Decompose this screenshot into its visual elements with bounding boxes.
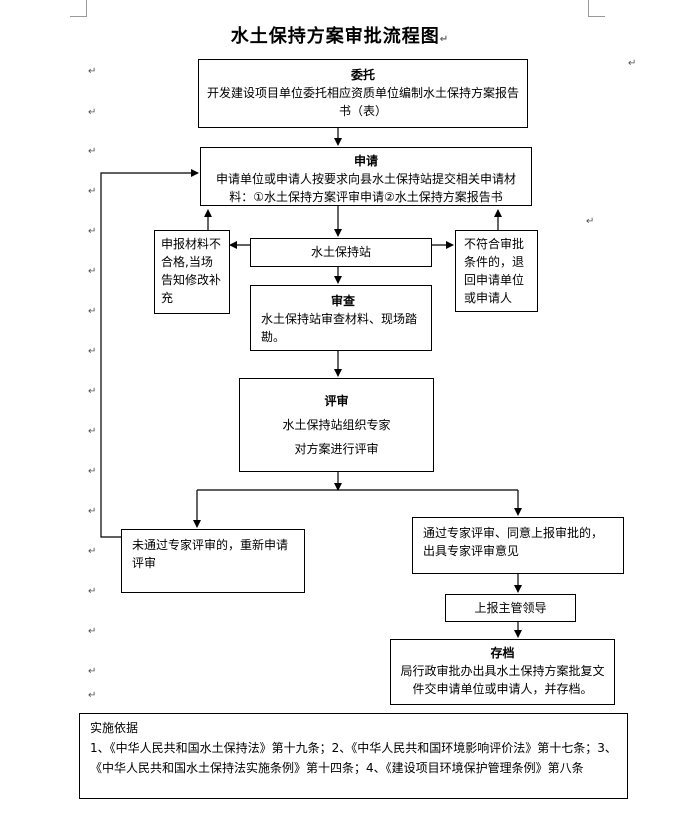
return-mark: ↵ bbox=[88, 586, 97, 597]
fail-box: 未通过专家评审的，重新申请评审 bbox=[121, 529, 305, 593]
entrust-box: 委托 开发建设项目单位委托相应资质单位编制水土保持方案报告书（表） bbox=[198, 59, 528, 128]
apply-box: 申请 申请单位或申请人按要求向县水土保持站提交相关申请材料：①水土保持方案评审申… bbox=[200, 147, 532, 206]
evaluate-line1: 水土保持站组织专家 bbox=[282, 418, 391, 432]
left-reject-box: 申报材料不合格,当场告知修改补充 bbox=[154, 230, 230, 314]
return-mark: ↵ bbox=[88, 690, 97, 701]
arrow-fail-loop-to-apply bbox=[100, 169, 199, 538]
return-mark: ↵ bbox=[88, 346, 97, 357]
fail-body: 未通过专家评审的，重新申请评审 bbox=[132, 538, 289, 570]
evaluate-box: 评审 水土保持站组织专家 对方案进行评审 bbox=[239, 378, 434, 472]
pass-body: 通过专家评审、同意上报审批的，出具专家评审意见 bbox=[423, 526, 604, 558]
archive-box: 存档 局行政审批办出具水土保持方案批复文件交申请单位或申请人，并存档。 bbox=[390, 639, 615, 705]
station-label: 水土保持站 bbox=[310, 245, 371, 259]
left-reject-body: 申报材料不合格,当场告知修改补充 bbox=[161, 237, 222, 305]
entrust-body: 开发建设项目单位委托相应资质单位编制水土保持方案报告书（表） bbox=[207, 86, 520, 118]
apply-heading: 申请 bbox=[353, 154, 378, 168]
return-mark: ↵ bbox=[439, 34, 450, 45]
review-box: 审查 水土保持站审查材料、现场踏勘。 bbox=[250, 285, 432, 351]
return-mark: ↵ bbox=[88, 466, 97, 477]
return-mark: ↵ bbox=[88, 626, 97, 637]
basis-heading: 实施依据 bbox=[90, 721, 139, 735]
return-mark: ↵ bbox=[88, 66, 97, 77]
pass-box: 通过专家评审、同意上报审批的，出具专家评审意见 bbox=[412, 517, 624, 574]
return-mark: ↵ bbox=[628, 58, 637, 69]
archive-body: 局行政审批办出具水土保持方案批复文件交申请单位或申请人，并存档。 bbox=[400, 664, 605, 696]
review-body: 水土保持站审查材料、现场踏勘。 bbox=[261, 312, 418, 344]
apply-body: 申请单位或申请人按要求向县水土保持站提交相关申请材料：①水土保持方案评审申请②水… bbox=[215, 172, 516, 204]
return-mark: ↵ bbox=[586, 216, 595, 227]
return-mark: ↵ bbox=[88, 386, 97, 397]
diagram-title: 水土保持方案审批流程图↵ bbox=[0, 22, 680, 48]
archive-heading: 存档 bbox=[490, 646, 515, 660]
diagram-title-text: 水土保持方案审批流程图 bbox=[230, 26, 440, 47]
return-mark: ↵ bbox=[88, 426, 97, 437]
review-heading: 审查 bbox=[331, 294, 356, 308]
return-mark: ↵ bbox=[88, 666, 97, 677]
right-reject-box: 不符合审批条件的，退回申请单位或申请人 bbox=[455, 230, 538, 312]
return-mark: ↵ bbox=[88, 226, 97, 237]
return-mark: ↵ bbox=[88, 107, 97, 118]
report-box: 上报主管领导 bbox=[445, 594, 576, 622]
basis-body: 1、《中华人民共和国水土保持法》第十九条；2、《中华人民共和国环境影响评价法》第… bbox=[90, 741, 617, 775]
station-box: 水土保持站 bbox=[250, 238, 432, 267]
return-mark: ↵ bbox=[88, 186, 97, 197]
return-mark: ↵ bbox=[88, 266, 97, 277]
return-mark: ↵ bbox=[88, 146, 97, 157]
report-label: 上报主管领导 bbox=[474, 601, 547, 615]
crop-mark-top-left bbox=[70, 0, 87, 17]
return-mark: ↵ bbox=[88, 546, 97, 557]
evaluate-line2: 对方案进行评审 bbox=[294, 442, 379, 456]
return-mark: ↵ bbox=[88, 306, 97, 317]
return-mark: ↵ bbox=[88, 506, 97, 517]
crop-mark-top-right bbox=[588, 0, 605, 17]
evaluate-heading: 评审 bbox=[324, 394, 349, 408]
right-reject-body: 不符合审批条件的，退回申请单位或申请人 bbox=[464, 237, 525, 305]
basis-box: 实施依据 1、《中华人民共和国水土保持法》第十九条；2、《中华人民共和国环境影响… bbox=[79, 713, 628, 799]
entrust-heading: 委托 bbox=[350, 68, 375, 82]
